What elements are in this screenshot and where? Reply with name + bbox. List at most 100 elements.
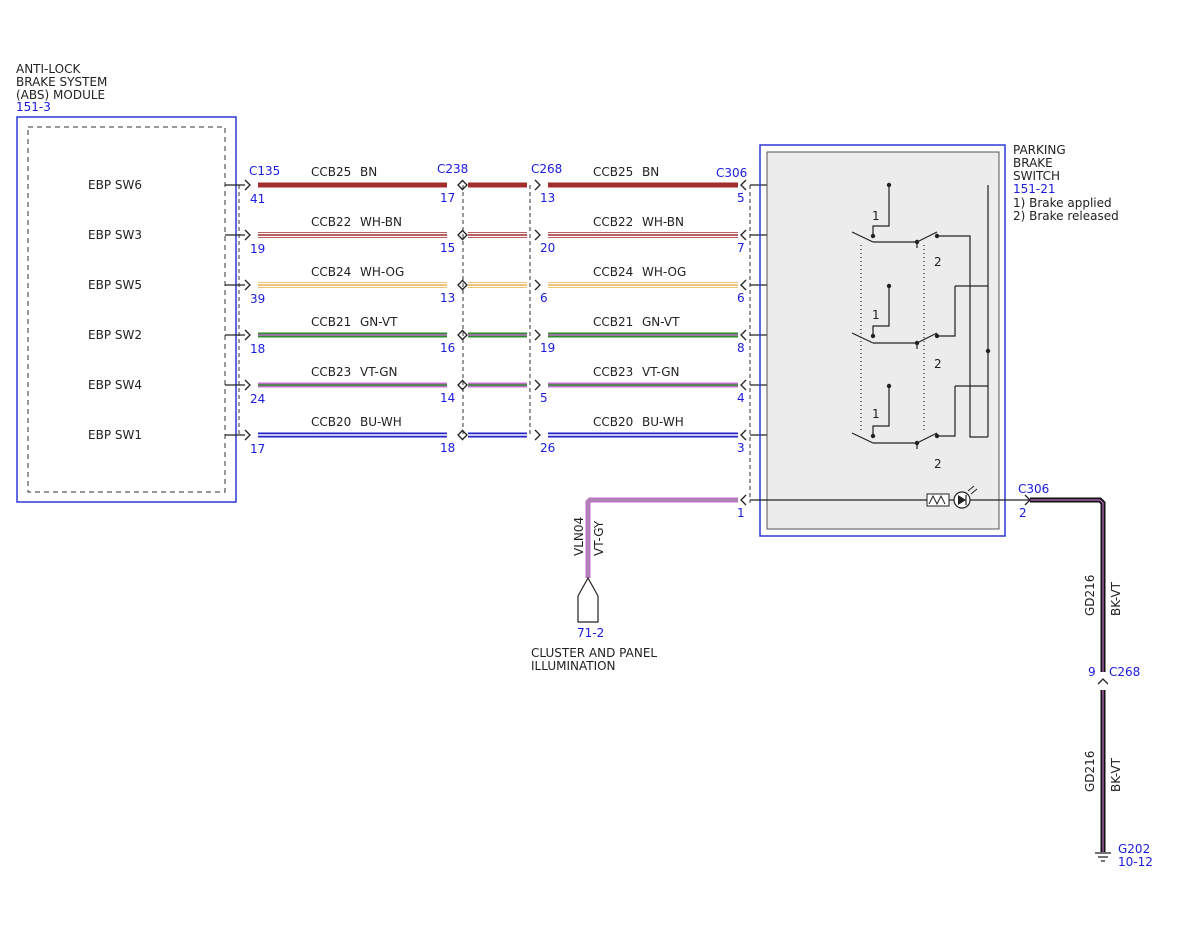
- pos-label-b1: 1: [872, 308, 880, 322]
- c238-pin-number[interactable]: 13: [440, 291, 455, 305]
- illumination-wire[interactable]: 1 VLN04 VT-GY 71-2 CLUSTER AND PANEL ILL…: [531, 494, 747, 673]
- switch-title-line-1: PARKING: [1013, 143, 1066, 157]
- c306-pin-number[interactable]: 7: [737, 241, 745, 255]
- c306-pin-number[interactable]: 5: [737, 191, 745, 205]
- c238-pin-number[interactable]: 14: [440, 391, 455, 405]
- c238-pin-number[interactable]: 18: [440, 441, 455, 455]
- wire-color-right: BN: [642, 165, 659, 179]
- parking-brake-switch[interactable]: PARKING BRAKE SWITCH 151-21 1) Brake app…: [750, 143, 1119, 537]
- abs-pin-label: EBP SW5: [88, 278, 142, 292]
- ground-c268-label[interactable]: C268: [1109, 665, 1140, 679]
- ground-wire-color-lower: BK-VT: [1109, 757, 1123, 792]
- c306-arrow: [740, 329, 747, 341]
- ground-c306-label[interactable]: C306: [1018, 482, 1049, 496]
- c306-pin-number[interactable]: 8: [737, 341, 745, 355]
- c306-pin1-arrow: [740, 494, 747, 506]
- c238-pin-number[interactable]: 16: [440, 341, 455, 355]
- c268-arrow: [534, 379, 541, 391]
- c238-arrow-right: [461, 179, 468, 191]
- switch-position-labels: 1 2 1 2 1 2: [872, 209, 942, 471]
- ground-c268-pin[interactable]: 9: [1088, 665, 1096, 679]
- c238-arrow-left: [457, 329, 464, 341]
- c238-arrow-left: [457, 379, 464, 391]
- resistor-icon: [926, 493, 950, 507]
- switch-body: [766, 151, 1000, 530]
- wire-color-right: VT-GN: [642, 365, 679, 379]
- switch-outline: [759, 144, 1006, 537]
- circuit-id-left: CCB25: [311, 165, 351, 179]
- wire-color-right: WH-BN: [642, 215, 684, 229]
- switch-contacts: [851, 185, 989, 449]
- c238-arrow-right: [461, 429, 468, 441]
- switch-ref[interactable]: 151-21: [1013, 182, 1056, 196]
- c238-arrow-left: [457, 229, 464, 241]
- c268-pin-number[interactable]: 13: [540, 191, 555, 205]
- c268-pin-number[interactable]: 26: [540, 441, 555, 455]
- c306-arrow: [740, 229, 747, 241]
- ground-ref[interactable]: 10-12: [1118, 855, 1153, 869]
- c306-pin2-arrow: [1024, 494, 1031, 506]
- c306-pin-number[interactable]: 4: [737, 391, 745, 405]
- illumination-c306-pin[interactable]: 1: [737, 506, 745, 520]
- abs-ref[interactable]: 151-3: [16, 100, 51, 114]
- wire-color-left: BN: [360, 165, 377, 179]
- connector-c238-label[interactable]: C238: [437, 162, 468, 176]
- c238-arrow-left: [457, 279, 464, 291]
- c135-pin-number[interactable]: 41: [250, 192, 265, 206]
- pos-label-a2: 2: [934, 255, 942, 269]
- c135-pin-number[interactable]: 19: [250, 242, 265, 256]
- wire-color-right: BU-WH: [642, 415, 684, 429]
- c135-arrow: [244, 379, 251, 391]
- c238-pin-number[interactable]: 15: [440, 241, 455, 255]
- ground-symbol-icon: [1095, 852, 1111, 862]
- connector-c306-label[interactable]: C306: [716, 166, 747, 180]
- connector-c268-label[interactable]: C268: [531, 162, 562, 176]
- c238-arrow-right: [461, 379, 468, 391]
- c306-pin-number[interactable]: 6: [737, 291, 745, 305]
- wire-color-left: GN-VT: [360, 315, 398, 329]
- connector-dividers: [238, 185, 751, 503]
- ground-circuit-upper: GD216: [1083, 575, 1097, 616]
- c268-pin-number[interactable]: 20: [540, 241, 555, 255]
- abs-module[interactable]: ANTI-LOCK BRAKE SYSTEM (ABS) MODULE 151-…: [16, 62, 237, 503]
- ground-wire-color-upper: BK-VT: [1109, 581, 1123, 616]
- c268-pin-number[interactable]: 19: [540, 341, 555, 355]
- abs-title-line-2: BRAKE SYSTEM: [16, 75, 107, 89]
- c135-pin-number[interactable]: 17: [250, 442, 265, 456]
- ground-wire[interactable]: C306 2 GD216 BK-VT 9 C268 GD216 BK-VT G2…: [1018, 482, 1153, 869]
- c135-pin-number[interactable]: 24: [250, 392, 265, 406]
- c268-pin-number[interactable]: 6: [540, 291, 548, 305]
- c238-pin-number[interactable]: 17: [440, 191, 455, 205]
- circuit-id-left: CCB23: [311, 365, 351, 379]
- ground-label[interactable]: G202: [1118, 842, 1150, 856]
- abs-pin-label: EBP SW3: [88, 228, 142, 242]
- c135-pin-number[interactable]: 39: [250, 292, 265, 306]
- ground-c306-pin[interactable]: 2: [1019, 506, 1027, 520]
- c238-arrow-right: [461, 279, 468, 291]
- c135-pin-number[interactable]: 18: [250, 342, 265, 356]
- pos-label-a1: 1: [872, 209, 880, 223]
- circuit-id-right: CCB23: [593, 365, 633, 379]
- c268-pin-number[interactable]: 5: [540, 391, 548, 405]
- c238-arrow-left: [457, 179, 464, 191]
- switch-title-line-2: BRAKE: [1013, 156, 1053, 170]
- abs-title-line-1: ANTI-LOCK: [16, 62, 81, 76]
- connector-c135-label[interactable]: C135: [249, 164, 280, 178]
- illumination-ref[interactable]: 71-2: [577, 626, 604, 640]
- abs-title-line-3: (ABS) MODULE: [16, 88, 105, 102]
- pos-label-b2: 2: [934, 357, 942, 371]
- c306-arrow: [740, 279, 747, 291]
- abs-pin-label: EBP SW4: [88, 378, 142, 392]
- c306-pin-number[interactable]: 3: [737, 441, 745, 455]
- pos-label-c2: 2: [934, 457, 942, 471]
- wire-color-right: WH-OG: [642, 265, 686, 279]
- circuit-id-right: CCB22: [593, 215, 633, 229]
- c135-arrow: [244, 229, 251, 241]
- c306-arrow: [740, 429, 747, 441]
